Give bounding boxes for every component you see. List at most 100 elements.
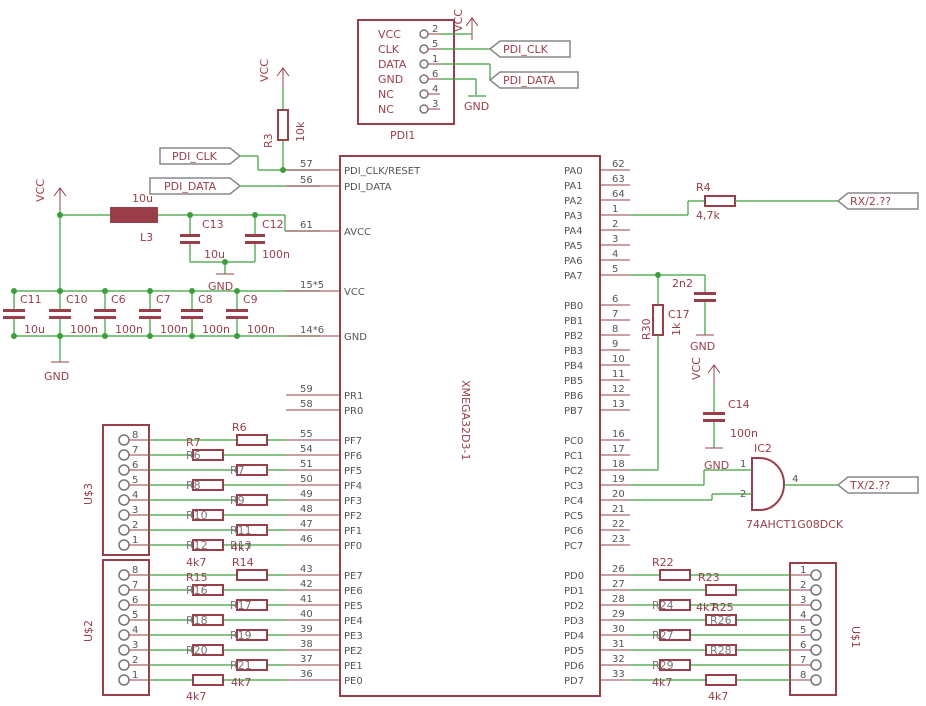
pull-resistor-value: 4k7	[708, 690, 728, 703]
mcu-pin-label: PF7	[344, 436, 362, 447]
mcu-pin-label: PE4	[344, 616, 363, 627]
pull-resistor-name: R22	[652, 556, 674, 569]
svg-text:10k: 10k	[294, 121, 307, 142]
pull-resistor-body	[705, 644, 737, 656]
mcu-name: XMEGA32D3-1	[459, 380, 472, 460]
pull-resistor-body	[659, 599, 691, 611]
mcu-pin-number: 41	[300, 594, 313, 605]
decap-plate	[3, 316, 25, 319]
mcu-pin-label: PD3	[564, 616, 584, 627]
pull-resistor-body	[236, 569, 268, 581]
pull-resistor-body	[236, 434, 268, 446]
connector-pin-pad	[810, 584, 822, 596]
pull-resistor-name: R27	[652, 629, 674, 642]
mcu-pin-number: 17	[612, 444, 625, 455]
svg-text:RX/2.??: RX/2.??	[850, 195, 891, 208]
pull-resistor-body	[659, 629, 691, 641]
mcu-pin-label: PC1	[564, 451, 583, 462]
svg-text:4,7k: 4,7k	[696, 209, 720, 222]
tx-gate: VCC C14 100n GND IC2 74AHCT1G08DCK 1 2 4…	[630, 357, 919, 531]
pull-resistor-name: R29	[652, 659, 674, 672]
mcu-pin-number: 46	[300, 534, 313, 545]
svg-text:R4: R4	[696, 181, 711, 194]
mcu-pin-number: 50	[300, 474, 313, 485]
pull-resistor-name: R12	[186, 539, 208, 552]
connector-pin-pad	[810, 629, 822, 641]
pull-resistor-name: R23	[698, 571, 720, 584]
mcu-pin-number: 23	[612, 534, 625, 545]
svg-text:VCC: VCC	[34, 179, 47, 202]
pdi-pin-number: 4	[432, 84, 438, 95]
connector-pin-number: 3	[800, 595, 806, 606]
mcu-pin-number: 10	[612, 354, 625, 365]
connector-pin-pad	[810, 674, 822, 686]
connector-pin-pad	[810, 569, 822, 581]
pdi-pin-label: NC	[378, 103, 394, 116]
connector-pin-pad	[118, 539, 130, 551]
r3-pullup: VCC R3 10k	[258, 59, 307, 173]
pdi-vcc-label: VCC	[452, 9, 465, 32]
mcu-pin-number: 22	[612, 519, 625, 530]
mcu-pin-label: PB7	[564, 406, 583, 417]
mcu-pin-number: 43	[300, 564, 313, 575]
mcu-pin-number: 55	[300, 429, 313, 440]
decap-name: C6	[111, 293, 126, 306]
mcu-pin-number: 12	[612, 384, 625, 395]
mcu-pin-label: PF2	[344, 511, 362, 522]
connector-pin-number: 5	[132, 475, 138, 486]
svg-text:1: 1	[740, 459, 746, 470]
decap-plate	[49, 316, 71, 319]
mcu-pin-number: 56	[300, 175, 313, 186]
pull-resistor-name: R21	[230, 659, 252, 672]
mcu-pin-label: PC2	[564, 466, 583, 477]
connector-pin-pad	[118, 644, 130, 656]
pull-resistor-name: R7	[186, 436, 201, 449]
pull-resistor-name: R7	[230, 464, 245, 477]
pdi-pin-pad	[419, 59, 429, 69]
decap-plate	[49, 309, 71, 312]
mcu-pin-label: PD2	[564, 601, 584, 612]
mcu-pin-number: 49	[300, 489, 313, 500]
pull-resistor-name: R19	[230, 629, 252, 642]
svg-text:PDI_CLK: PDI_CLK	[503, 43, 549, 56]
mcu-pin-number: 51	[300, 459, 313, 470]
mcu-pin-label: PD4	[564, 631, 584, 642]
connector-pin-number: 2	[132, 520, 138, 531]
pdi-header-name: PDI1	[390, 129, 415, 142]
mcu-pin-label: PE1	[344, 661, 363, 672]
mcu-pin-label: PC6	[564, 526, 583, 537]
decap-plate	[3, 309, 25, 312]
mcu-pin-number: 40	[300, 609, 313, 620]
decap-value: 100n	[160, 323, 188, 336]
mcu-pin-label: PC5	[564, 511, 583, 522]
mcu-pin-label: PB3	[564, 346, 583, 357]
pdi-pin-pad	[419, 29, 429, 39]
r30-body	[652, 304, 664, 336]
pdi-pin-label: DATA	[378, 58, 407, 71]
decap-plate	[181, 309, 203, 312]
connector-pin-pad	[118, 449, 130, 461]
pdi-pin-label: GND	[378, 73, 403, 86]
svg-text:C12: C12	[262, 218, 284, 231]
connector-pin-pad	[810, 614, 822, 626]
connector-pin-number: 4	[132, 625, 138, 636]
pull-resistor-body	[659, 659, 691, 671]
mcu-pin-number: 57	[300, 159, 313, 170]
pull-resistor-body	[236, 494, 268, 506]
svg-text:10u: 10u	[204, 248, 225, 261]
pull-resistor-value: 4k7	[186, 690, 206, 703]
decap-plate	[226, 316, 248, 319]
mcu-pin-label: PB5	[564, 376, 583, 387]
pdi-pin-pad	[419, 89, 429, 99]
mcu-pin-label: PA2	[564, 196, 583, 207]
connector-pin-number: 5	[132, 610, 138, 621]
pull-resistor-body	[236, 659, 268, 671]
mcu-pin-number: 16	[612, 429, 625, 440]
pull-resistor-name: R20	[186, 644, 208, 657]
mcu-pin-label: PA0	[564, 166, 583, 177]
decap-plate	[94, 316, 116, 319]
